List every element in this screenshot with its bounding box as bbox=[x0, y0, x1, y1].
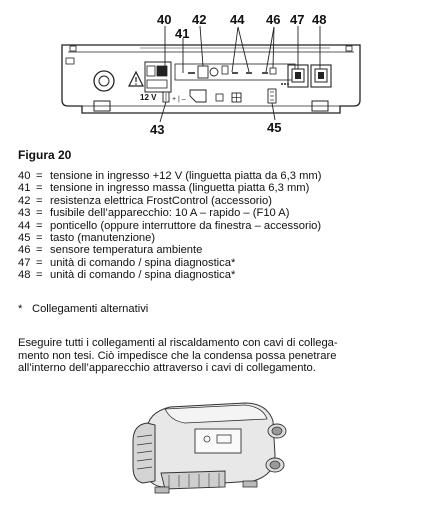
svg-text:+ | –: + | – bbox=[172, 96, 186, 103]
paragraph-line: mento non tesi. Ciò impedisce che la con… bbox=[18, 349, 337, 362]
legend-item: 46 = sensore temperatura ambiente bbox=[18, 244, 418, 256]
callout-44: 44 bbox=[230, 12, 245, 27]
legend-item: 40 = tensione in ingresso +12 V (linguetta… bbox=[18, 170, 418, 182]
legend-number: 48 bbox=[18, 269, 31, 282]
legend-equals: = bbox=[36, 170, 43, 182]
callout-47: 47 bbox=[290, 12, 305, 27]
legend-item: 41 = tensione in ingresso massa (linguetta… bbox=[18, 182, 418, 194]
legend-item: 44 = ponticello (oppure interruttore da fi… bbox=[18, 220, 418, 232]
legend-number: 45 bbox=[18, 232, 31, 245]
legend-item: 42 = resistenza elettrica FrostControl (ac… bbox=[18, 195, 418, 207]
legend-text: tasto (manutenzione) bbox=[50, 232, 156, 245]
legend-number: 42 bbox=[18, 194, 31, 207]
footnote-star: * bbox=[18, 303, 23, 315]
legend-text: unità di comando / spina diagnostica* bbox=[50, 269, 236, 282]
legend-equals: = bbox=[36, 182, 43, 195]
callout-45: 45 bbox=[267, 120, 282, 135]
legend-text: unità di comando / spina diagnostica* bbox=[50, 256, 236, 269]
legend-number: 47 bbox=[18, 256, 31, 269]
callout-42: 42 bbox=[192, 12, 207, 27]
legend-text: fusibile dell’apparecchio: 10 A – rapido… bbox=[50, 207, 290, 220]
callout-41: 41 bbox=[175, 26, 190, 41]
legend-item: 48 = unità di comando / spina diagnostica* bbox=[18, 269, 418, 281]
legend-equals: = bbox=[36, 244, 43, 257]
legend-text: ponticello (oppure interruttore da fines… bbox=[50, 219, 322, 232]
voltage-label: 12 V bbox=[140, 93, 157, 102]
round-seal-icon bbox=[93, 70, 115, 92]
legend-number: 44 bbox=[18, 219, 31, 232]
legend-item: 43 = fusibile dell’apparecchio: 10 A – rap… bbox=[18, 207, 418, 219]
legend-equals: = bbox=[36, 194, 43, 207]
footnote-text: Collegamenti alternativi bbox=[32, 303, 149, 315]
legend-text: tensione in ingresso +12 V (linguetta pi… bbox=[50, 170, 322, 182]
legend-list: 40 = tensione in ingresso +12 V (linguetta… bbox=[18, 170, 418, 282]
footnote: * Collegamenti alternativi bbox=[18, 303, 148, 315]
paragraph-line: Eseguire tutti i collegamenti al riscald… bbox=[18, 337, 338, 349]
legend-text: sensore temperatura ambiente bbox=[50, 244, 203, 257]
legend-item: 47 = unità di comando / spina diagnostica* bbox=[18, 257, 418, 269]
socket-48-icon bbox=[310, 64, 332, 88]
callout-43: 43 bbox=[150, 122, 165, 137]
legend-text: resistenza elettrica FrostControl (acces… bbox=[50, 194, 272, 207]
legend-item: 45 = tasto (manutenzione) bbox=[18, 232, 418, 244]
callout-40: 40 bbox=[157, 12, 172, 27]
legend-equals: = bbox=[36, 207, 43, 220]
connection-panel-figure: + | – 40 41 42 44 46 47 48 43 45 12 V bbox=[0, 0, 423, 140]
heater-illustration bbox=[125, 395, 295, 500]
legend-equals: = bbox=[36, 219, 43, 232]
legend-number: 41 bbox=[18, 182, 31, 195]
figure-caption: Figura 20 bbox=[18, 148, 72, 162]
legend-text: tensione in ingresso massa (linguetta pi… bbox=[50, 182, 310, 195]
legend-equals: = bbox=[36, 256, 43, 269]
panel-drawing: + | – bbox=[61, 25, 361, 123]
legend-number: 46 bbox=[18, 244, 31, 257]
legend-number: 43 bbox=[18, 207, 31, 220]
callout-46: 46 bbox=[266, 12, 281, 27]
legend-equals: = bbox=[36, 269, 43, 282]
heater-drawing bbox=[132, 402, 287, 494]
paragraph-line: all’interno dell’apparecchio attraverso … bbox=[18, 362, 316, 375]
legend-number: 40 bbox=[18, 170, 31, 182]
instruction-paragraph: Eseguire tutti i collegamenti al riscald… bbox=[18, 337, 413, 375]
callout-48: 48 bbox=[312, 12, 327, 27]
warning-triangle-icon bbox=[128, 70, 144, 87]
legend-equals: = bbox=[36, 232, 43, 245]
